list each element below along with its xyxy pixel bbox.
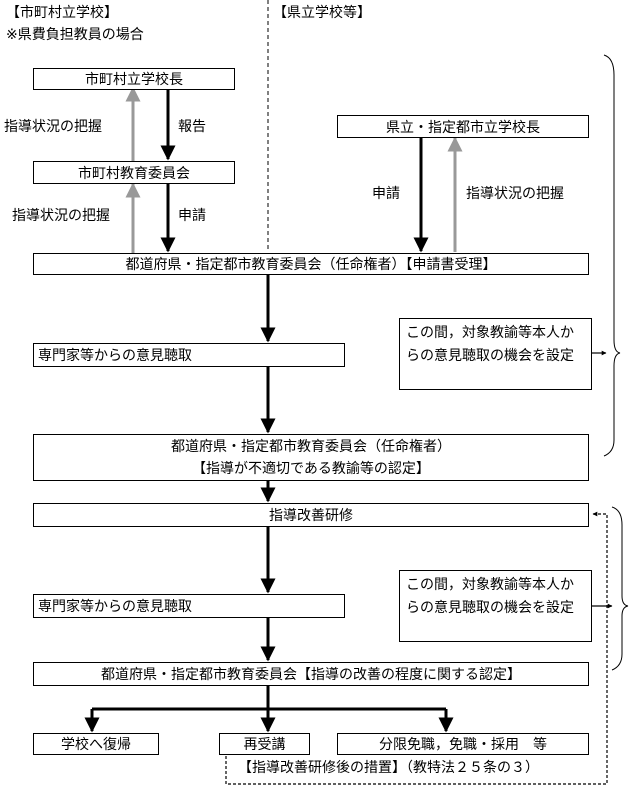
municipal-board-box: 市町村教育委員会 — [33, 161, 235, 184]
right-section-title: 【県立学校等】 — [273, 5, 371, 21]
grasp-label-1: 指導状況の把握 — [4, 119, 102, 135]
appointing-board-box: 都道府県・指定都市教育委員会（任命権者）【申請書受理】 — [33, 253, 589, 275]
improvement-cert-box: 都道府県・指定都市教育委員会【指導の改善の程度に関する認定】 — [33, 662, 589, 686]
brace-top — [603, 54, 621, 457]
municipal-principal-box: 市町村立学校長 — [33, 68, 235, 90]
left-section-title: 【市町村立学校】 — [6, 5, 118, 21]
training-box: 指導改善研修 — [33, 503, 589, 527]
return-to-school-box: 学校へ復帰 — [33, 733, 159, 755]
prefectural-principal-box: 県立・指定都市立学校長 — [337, 115, 589, 138]
hearing-note-box-2: この間，対象教諭等本人からの意見聴取の機会を設定 — [399, 570, 592, 642]
retake-loop — [225, 511, 608, 785]
certification-line-1: 都道府県・指定都市教育委員会（任命権者） — [171, 438, 451, 455]
brace-bottom — [611, 506, 629, 671]
expert-hearing-box-1: 専門家等からの意見聴取 — [33, 343, 345, 367]
expert-hearing-box-2: 専門家等からの意見聴取 — [33, 594, 345, 618]
apply-label-1: 申請 — [178, 208, 206, 224]
left-section-note: ※県費負担教員の場合 — [6, 27, 144, 43]
measures-caption: 【指導改善研修後の措置】（教特法２５条の３） — [238, 760, 539, 776]
retake-box: 再受講 — [219, 733, 310, 755]
grasp-label-3: 指導状況の把握 — [466, 186, 564, 202]
hearing-note-box-1: この間，対象教諭等本人からの意見聴取の機会を設定 — [399, 318, 592, 390]
grasp-label-2: 指導状況の把握 — [12, 208, 110, 224]
report-label: 報告 — [178, 119, 206, 135]
certification-box: 都道府県・指定都市教育委員会（任命権者） 【指導が不適切である教諭等の認定】 — [33, 434, 589, 481]
dismissal-box: 分限免職，免職・採用 等 — [337, 733, 589, 755]
apply-label-2: 申請 — [372, 186, 400, 202]
certification-line-2: 【指導が不適切である教諭等の認定】 — [192, 460, 430, 477]
